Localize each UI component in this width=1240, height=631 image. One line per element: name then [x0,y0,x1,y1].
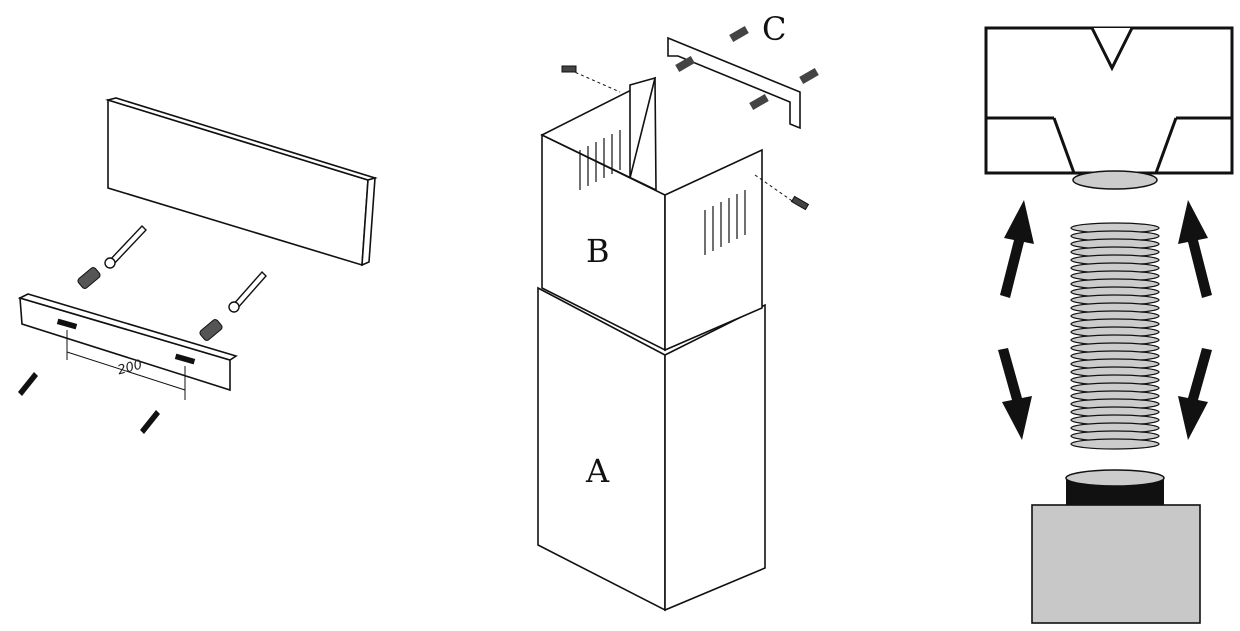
bracket-screw-2 [675,56,695,72]
duct-rib [1070,438,1160,450]
hood-outlet-collar [1072,170,1158,190]
upper-chimney-part-b [540,76,763,352]
shelf-mounting-svg: 200 [17,97,378,434]
lower-chimney-part-a [537,286,766,612]
shelf-board [105,97,378,267]
arrow-up-right [1178,200,1212,298]
bracket-screw-1 [729,26,749,42]
duct-connection-svg [984,26,1234,624]
chimney-screw-right [754,174,810,211]
screw-left [18,372,38,396]
duct-connection-diagram [970,0,1240,631]
motor-unit [1031,469,1201,624]
mounting-rail [17,293,238,392]
dimension-label: 200 [116,357,144,378]
arrow-down-left [998,348,1032,440]
label-part-a: A [585,452,610,490]
hood-outlet [984,26,1234,175]
wall-bracket-part-c [667,36,801,130]
label-part-b: B [586,232,610,270]
arrow-up-left [1000,200,1034,298]
wall-plug-right [199,319,223,341]
flexible-duct [1070,222,1160,450]
chimney-assembly-diagram: B A C [500,0,840,631]
screw-bottom [140,410,160,434]
dimension-line [66,330,186,400]
wall-plug-left [77,267,101,289]
bracket-screw-4 [799,68,819,84]
bolt-upper-right [228,270,267,313]
chimney-screw-left [561,65,621,93]
label-part-c: C [762,10,786,48]
arrow-down-right [1178,348,1212,440]
vent-slots-side [704,190,746,255]
vent-slots-rear [579,130,621,190]
bracket-screw-3 [749,94,769,110]
chimney-assembly-svg: B A C [537,10,819,612]
shelf-mounting-diagram: 200 [0,0,400,631]
bolt-upper-left [104,224,147,269]
